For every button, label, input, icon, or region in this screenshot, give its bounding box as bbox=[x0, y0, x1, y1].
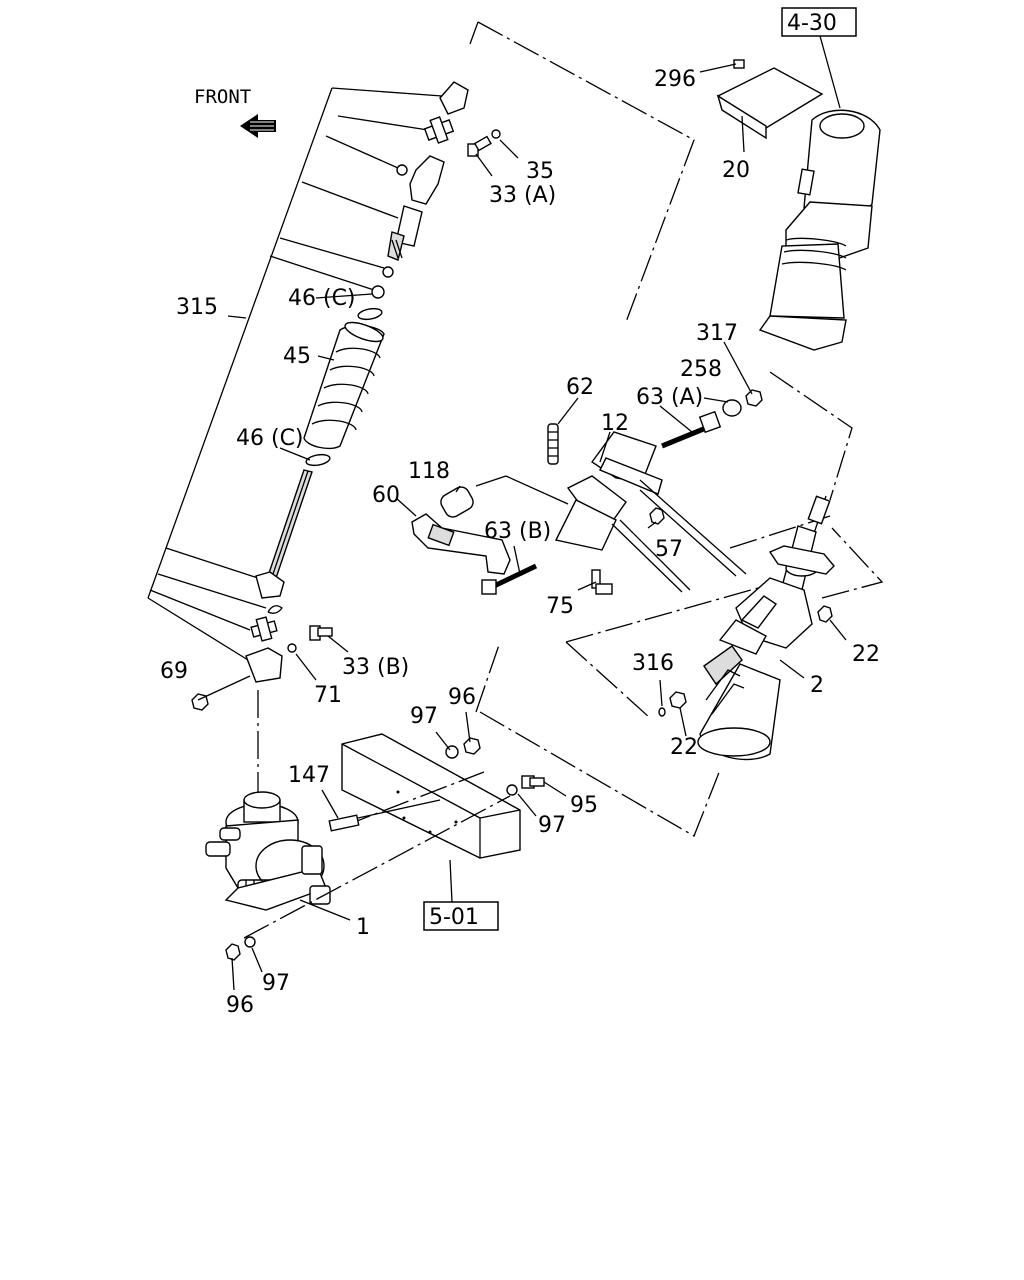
group-bracket-315 bbox=[147, 87, 443, 661]
spring-62-icon[interactable] bbox=[547, 423, 559, 465]
washer-97-mid-icon[interactable] bbox=[506, 784, 518, 796]
bolt-95-icon[interactable] bbox=[521, 775, 545, 789]
callout-46c-top[interactable]: 46 (C) bbox=[288, 286, 356, 311]
washer-97-bottom-icon[interactable] bbox=[244, 936, 256, 948]
washer-258-icon[interactable] bbox=[722, 399, 742, 417]
yoke-shaft-upper[interactable] bbox=[387, 155, 445, 261]
nut-96-bottom-icon[interactable] bbox=[225, 943, 241, 961]
group-boundary-lines bbox=[257, 21, 884, 837]
callout-22-right[interactable]: 22 bbox=[852, 642, 880, 667]
callout-96-bottom[interactable]: 96 bbox=[226, 993, 254, 1018]
tilt-bracket-12[interactable] bbox=[554, 431, 663, 551]
ref-box-5-01[interactable]: 5-01 bbox=[423, 901, 499, 931]
front-label: FRONT bbox=[194, 86, 251, 108]
ref-box-4-30[interactable]: 4-30 bbox=[781, 7, 857, 37]
nut-upper-icon[interactable] bbox=[382, 266, 394, 278]
lower-yoke[interactable] bbox=[245, 647, 283, 683]
column-cover-4-30[interactable] bbox=[758, 109, 881, 351]
clamp-46c-top-icon[interactable] bbox=[357, 307, 383, 321]
nut-317-icon[interactable] bbox=[745, 389, 763, 407]
bolt-63a-icon[interactable] bbox=[661, 410, 722, 449]
callout-71[interactable]: 71 bbox=[314, 683, 342, 708]
front-arrow-icon bbox=[240, 114, 276, 138]
callout-69[interactable]: 69 bbox=[160, 659, 188, 684]
ref-box-5-01-label: 5-01 bbox=[429, 905, 479, 930]
frame-rail-block bbox=[341, 733, 521, 859]
callout-75[interactable]: 75 bbox=[546, 594, 574, 619]
dust-cover-20[interactable] bbox=[716, 67, 824, 140]
callout-97-mid[interactable]: 97 bbox=[538, 813, 566, 838]
clip-icon[interactable] bbox=[267, 605, 283, 614]
bolt-33b-icon[interactable] bbox=[309, 625, 333, 641]
callout-258[interactable]: 258 bbox=[680, 357, 722, 382]
callout-33a[interactable]: 33 (A) bbox=[489, 183, 556, 208]
bolt-75-icon[interactable] bbox=[591, 569, 613, 595]
intermediate-shaft[interactable] bbox=[255, 469, 313, 599]
bolt-63b-icon[interactable] bbox=[481, 563, 538, 595]
callout-147[interactable]: 147 bbox=[288, 763, 330, 788]
callout-97-bottom[interactable]: 97 bbox=[262, 971, 290, 996]
callout-317[interactable]: 317 bbox=[696, 321, 738, 346]
callout-12[interactable]: 12 bbox=[601, 411, 629, 436]
tilt-rods bbox=[611, 479, 747, 593]
callout-95[interactable]: 95 bbox=[570, 793, 598, 818]
nut-22-right-icon[interactable] bbox=[817, 605, 833, 623]
callout-63a[interactable]: 63 (A) bbox=[636, 385, 703, 410]
clip-316-icon[interactable] bbox=[658, 707, 666, 717]
callout-315[interactable]: 315 bbox=[176, 295, 218, 320]
callout-316[interactable]: 316 bbox=[632, 651, 674, 676]
steering-column-2[interactable] bbox=[697, 495, 835, 761]
callout-1[interactable]: 1 bbox=[356, 915, 370, 940]
universal-joint-lower[interactable] bbox=[250, 616, 278, 642]
bolt-33a-icon[interactable] bbox=[467, 135, 492, 157]
callout-63b[interactable]: 63 (B) bbox=[484, 519, 551, 544]
callout-35[interactable]: 35 bbox=[526, 159, 554, 184]
callout-20[interactable]: 20 bbox=[722, 158, 750, 183]
tilt-lever-60[interactable] bbox=[411, 513, 511, 575]
washer-71-icon[interactable] bbox=[287, 643, 297, 653]
nut-46c-icon[interactable] bbox=[371, 285, 385, 299]
clamp-46c-bottom-icon[interactable] bbox=[305, 453, 331, 467]
callout-60[interactable]: 60 bbox=[372, 483, 400, 508]
collar-118-icon[interactable] bbox=[438, 484, 476, 520]
leader-lines bbox=[197, 63, 847, 991]
callout-22-bottom[interactable]: 22 bbox=[670, 735, 698, 760]
washer-35-icon[interactable] bbox=[491, 129, 501, 139]
callout-46c-bottom[interactable]: 46 (C) bbox=[236, 426, 304, 451]
nut-22-bottom-icon[interactable] bbox=[669, 691, 687, 709]
callout-2[interactable]: 2 bbox=[810, 673, 824, 698]
bellows-boot-45[interactable] bbox=[303, 319, 385, 450]
callout-97-top[interactable]: 97 bbox=[410, 704, 438, 729]
callout-33b[interactable]: 33 (B) bbox=[342, 655, 409, 680]
nut-57-icon[interactable] bbox=[649, 507, 665, 525]
callout-118[interactable]: 118 bbox=[408, 459, 450, 484]
nut-96-top-icon[interactable] bbox=[463, 737, 481, 755]
callout-labels: 296 20 35 33 (A) 315 46 (C) 45 46 (C) 31… bbox=[160, 67, 880, 1018]
stud-147-icon[interactable] bbox=[328, 814, 360, 832]
universal-joint-upper[interactable] bbox=[423, 81, 469, 144]
nut-69-icon[interactable] bbox=[191, 693, 209, 711]
callout-45[interactable]: 45 bbox=[283, 344, 311, 369]
callout-96-top[interactable]: 96 bbox=[448, 685, 476, 710]
callout-296[interactable]: 296 bbox=[654, 67, 696, 92]
callout-57[interactable]: 57 bbox=[655, 537, 683, 562]
callout-62[interactable]: 62 bbox=[566, 375, 594, 400]
ref-box-4-30-label: 4-30 bbox=[787, 11, 837, 36]
steering-gearbox-1[interactable] bbox=[205, 791, 331, 911]
